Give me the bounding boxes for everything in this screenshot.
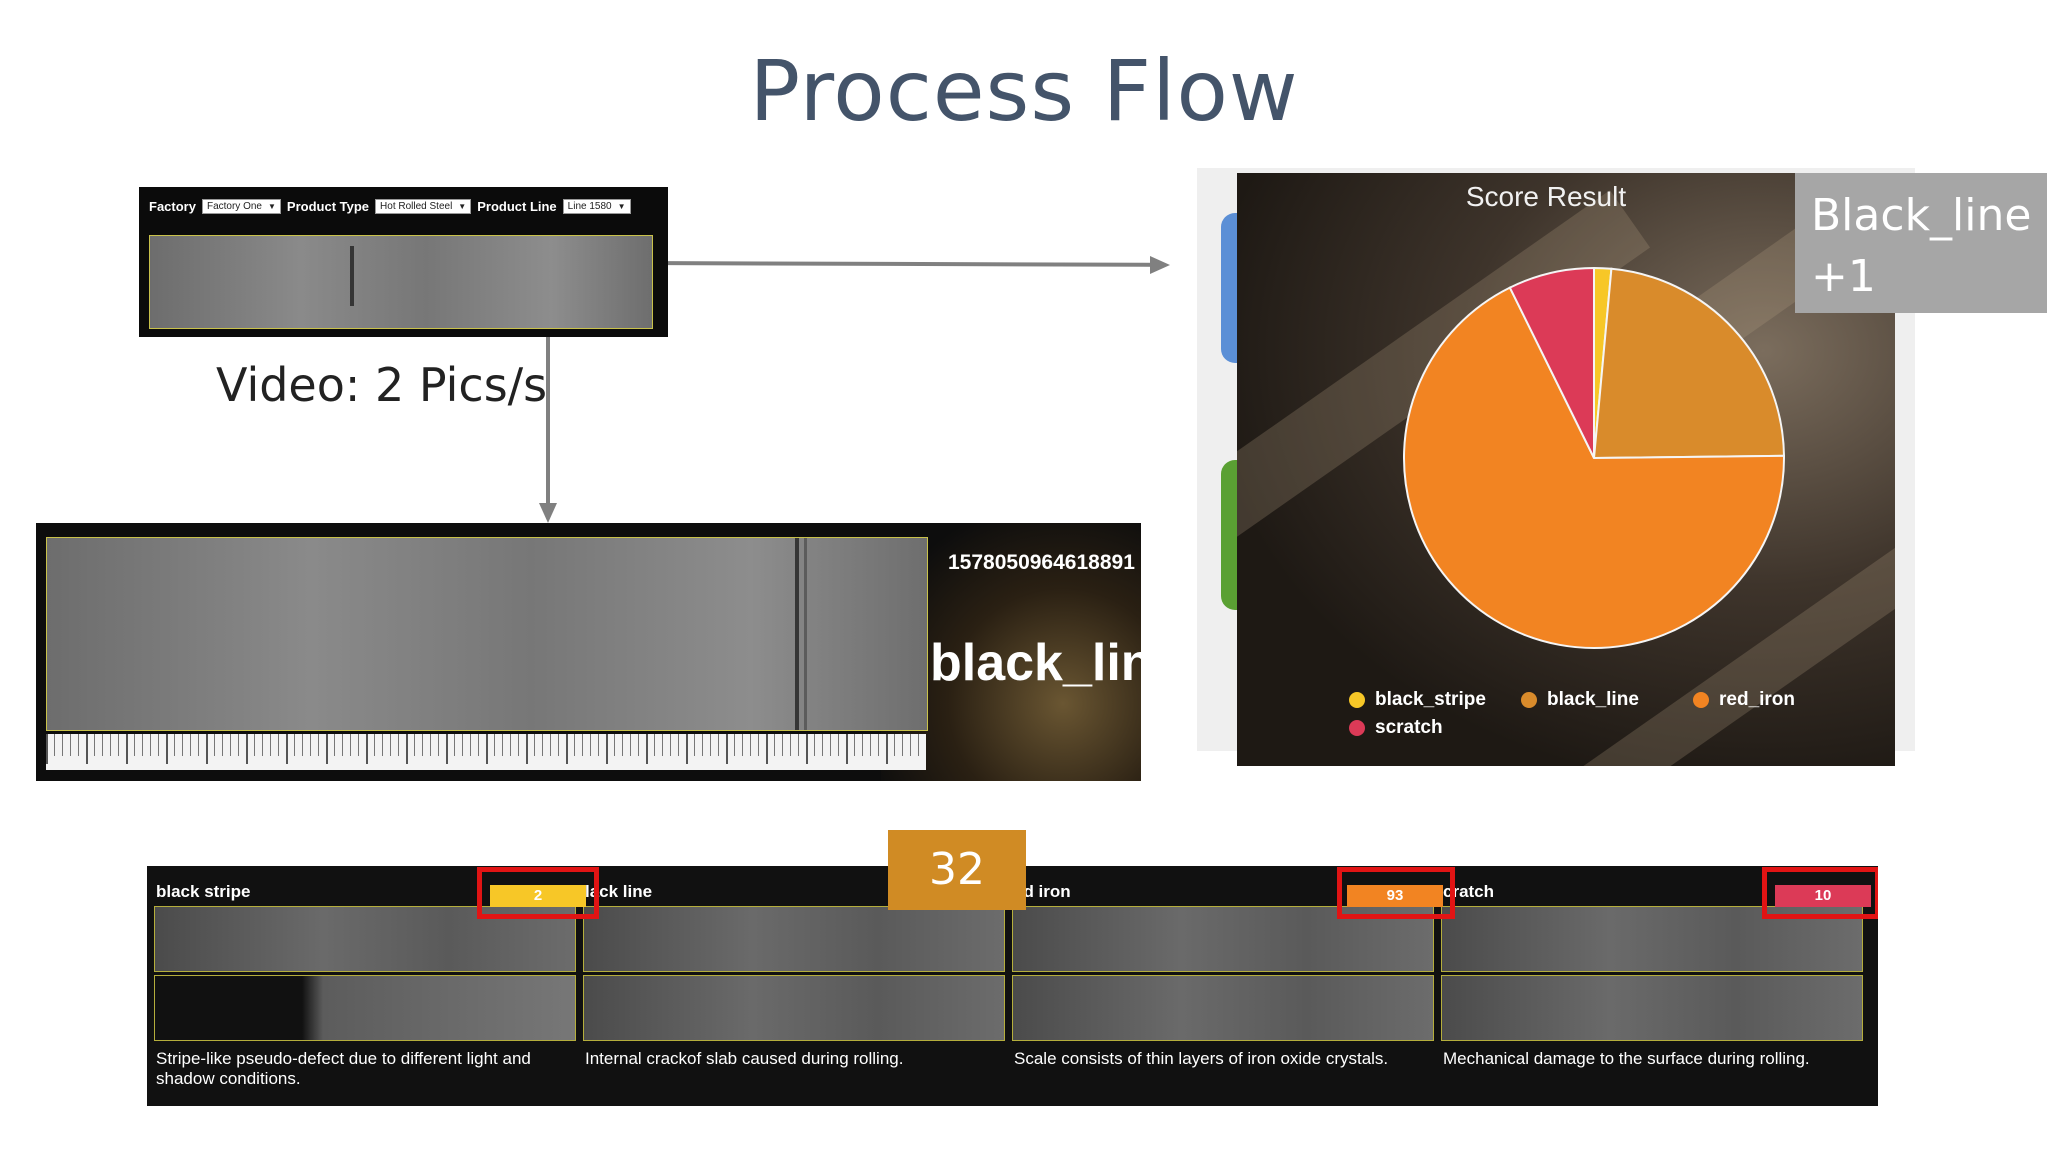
highlight-box (477, 867, 599, 919)
count-badge-black-stripe: 2 (490, 885, 586, 907)
legend-item: scratch (1349, 717, 1443, 739)
product-type-select[interactable]: Hot Rolled Steel▼ (375, 199, 472, 214)
pie-slice-black-line (1592, 267, 1785, 460)
category-description: Internal crackof slab caused during roll… (585, 1049, 904, 1068)
category-title: lack line (585, 882, 653, 901)
category-sample (583, 906, 1005, 972)
legend-dot (1349, 692, 1365, 708)
video-control-panel: Factory Factory One▼ Product Type Hot Ro… (139, 187, 668, 337)
badge-label: Black_line (1811, 190, 2032, 241)
category-description: Stripe-like pseudo-defect due to differe… (156, 1049, 531, 1088)
filter-bar: Factory Factory One▼ Product Type Hot Ro… (149, 199, 631, 214)
chevron-down-icon: ▼ (458, 202, 467, 211)
count-badge-scratch: 10 (1775, 885, 1871, 907)
badge-increment: +1 (1811, 251, 1876, 302)
increment-badge: Black_line +1 (1795, 173, 2047, 313)
highlight-box (1762, 867, 1878, 919)
video-caption: Video: 2 Pics/s (216, 358, 548, 412)
defect-mark (350, 246, 354, 306)
arrow-down-line (546, 337, 550, 505)
category-title: ed iron (1014, 882, 1071, 901)
arrow-right-line (667, 261, 1165, 267)
page-title: Process Flow (749, 42, 1299, 140)
highlight-box (1337, 867, 1455, 919)
arrow-right-icon (1150, 256, 1170, 274)
legend-dot (1521, 692, 1537, 708)
category-title: black stripe (156, 882, 251, 901)
legend-dot (1349, 720, 1365, 736)
pie-slice-red-iron (1403, 286, 1785, 649)
product-line-select[interactable]: Line 1580▼ (562, 199, 631, 214)
black-line-count-badge: 32 (888, 830, 1026, 910)
category-sample (583, 975, 1005, 1041)
detection-strip (46, 537, 928, 731)
arrow-down-icon (539, 503, 557, 523)
score-result-panel: Score Result black_stripe black_line red… (1237, 173, 1895, 766)
category-sample (1012, 975, 1434, 1041)
product-type-label: Product Type (286, 199, 370, 214)
category-sample (1441, 975, 1863, 1041)
factory-label: Factory (149, 199, 196, 214)
detection-label: black_line (930, 634, 1141, 692)
pie-slice-scratch (1508, 266, 1595, 459)
count-badge-red-iron: 93 (1347, 885, 1443, 907)
ruler (46, 734, 926, 770)
detection-id: 1578050964618891 (948, 551, 1135, 574)
product-line-label: Product Line (477, 199, 557, 214)
chevron-down-icon: ▼ (617, 202, 626, 211)
category-title: cratch (1443, 882, 1495, 901)
pie-chart (1403, 266, 1785, 649)
detection-panel: 1578050964618891 black_line (36, 523, 1141, 781)
legend-item: black_stripe (1349, 689, 1486, 711)
category-card: cratch Mechanical damage to the surface … (1434, 866, 1863, 1106)
legend-item: black_line (1521, 689, 1639, 711)
category-card: lack line Internal crackof slab caused d… (576, 866, 1005, 1106)
video-strip (149, 235, 653, 329)
factory-select[interactable]: Factory One▼ (201, 199, 281, 214)
category-card: ed iron Scale consists of thin layers of… (1005, 866, 1434, 1106)
category-sample (154, 975, 576, 1041)
legend-item: red_iron (1693, 689, 1795, 711)
legend-dot (1693, 692, 1709, 708)
chevron-down-icon: ▼ (268, 202, 276, 211)
seam-mark (804, 538, 807, 730)
chart-title: Score Result (1465, 181, 1627, 212)
category-description: Mechanical damage to the surface during … (1443, 1049, 1810, 1068)
black-line-defect (795, 538, 799, 730)
category-description: Scale consists of thin layers of iron ox… (1014, 1049, 1389, 1068)
